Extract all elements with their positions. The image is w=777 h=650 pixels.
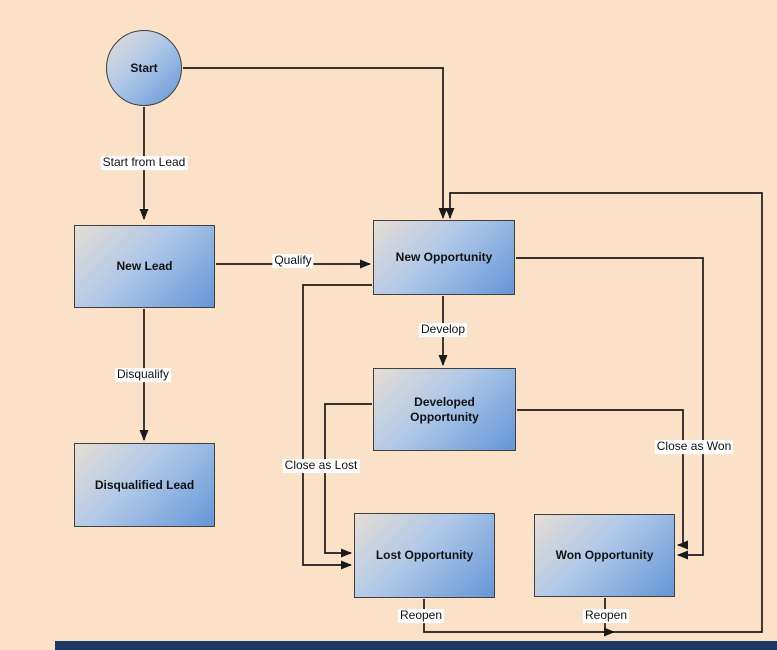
node-lost-opportunity: Lost Opportunity — [354, 513, 495, 598]
edge-close-as-lost-from-developed-opportunity — [324, 403, 372, 558]
node-won-opportunity: Won Opportunity — [534, 514, 675, 597]
edge-label-reopen-lost: Reopen — [397, 608, 445, 623]
node-new-lead: New Lead — [74, 225, 215, 308]
edge-label-reopen-won: Reopen — [582, 608, 630, 623]
edge-close-as-won-from-developed-opportunity — [517, 409, 688, 550]
edge-close-as-won-from-new-opportunity — [516, 257, 704, 560]
edge-label-qualify: Qualify — [272, 253, 314, 268]
edge-label-start-from-lead: Start from Lead — [100, 155, 188, 170]
edge-label-close-as-lost: Close as Lost — [282, 458, 360, 473]
node-developed-opportunity: Developed Opportunity — [373, 368, 516, 451]
edge-start-to-new-opportunity — [183, 67, 448, 219]
edge-label-close-as-won: Close as Won — [654, 439, 734, 454]
node-disqualified-lead: Disqualified Lead — [74, 443, 215, 527]
edge-label-disqualify: Disqualify — [114, 367, 172, 382]
edge-label-develop: Develop — [418, 322, 468, 337]
edge-close-as-lost-from-new-opportunity — [302, 284, 372, 570]
edge-reopen-lost-loop — [423, 192, 763, 633]
node-start: Start — [106, 30, 182, 106]
node-new-opportunity: New Opportunity — [373, 220, 515, 295]
bottom-bar — [55, 641, 777, 650]
